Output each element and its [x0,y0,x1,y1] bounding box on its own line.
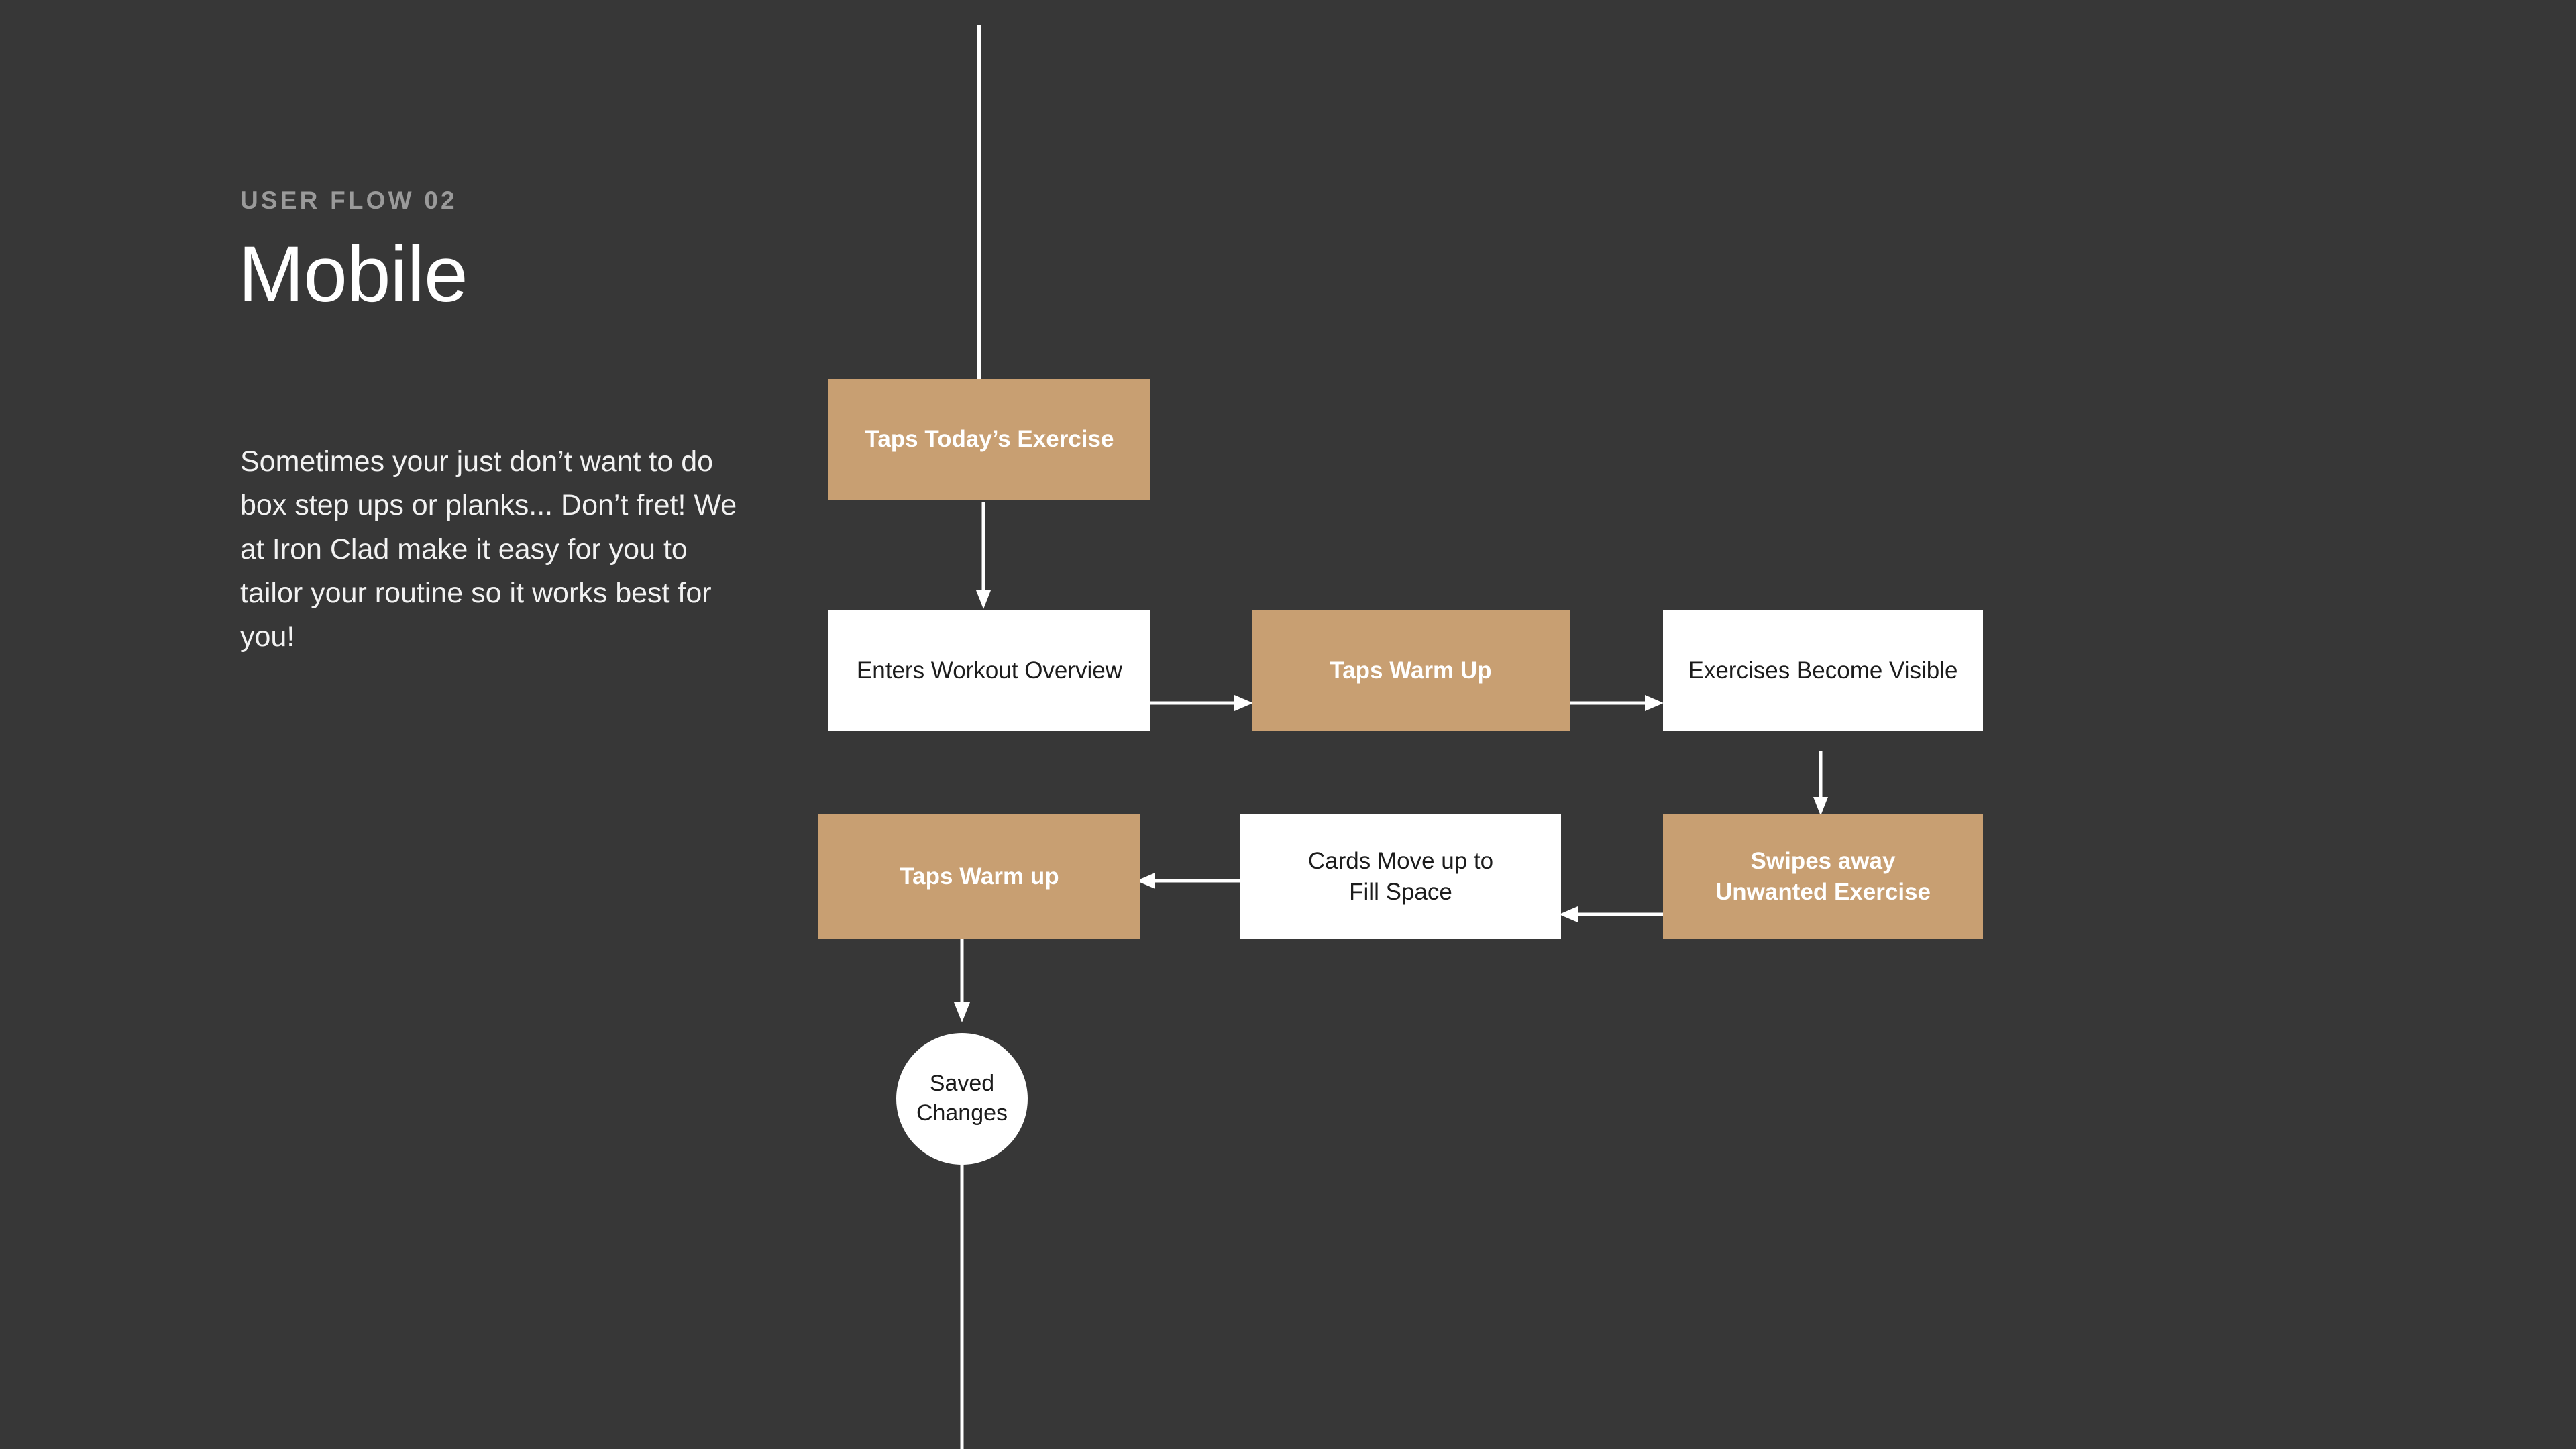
connector-swipes-to-cards [1556,902,1665,926]
connector-visible-to-swipes [1811,751,1830,817]
intro-paragraph: Sometimes your just don’t want to do box… [240,445,737,653]
flow-node-taps-warm-up-2[interactable]: Taps Warm up [818,814,1140,939]
flow-node-label: Enters Workout Overview [856,657,1123,684]
flow-node-label: Exercises Become Visible [1688,657,1958,684]
flow-node-cards-move-up-to-fill-space[interactable]: Cards Move up to Fill Space [1240,814,1561,939]
flow-node-label: Cards Move up to Fill Space [1307,847,1494,905]
flow-node-exercises-become-visible[interactable]: Exercises Become Visible [1663,610,1983,731]
flow-node-taps-todays-exercise[interactable]: Taps Today’s Exercise [828,379,1150,500]
flow-node-label: Swipes away Unwanted Exercise [1715,847,1931,905]
flow-node-taps-warm-up[interactable]: Taps Warm Up [1252,610,1570,731]
connector-todays-to-overview [974,502,993,610]
flow-node-enters-workout-overview[interactable]: Enters Workout Overview [828,610,1150,731]
connector-warmup2-to-saved [953,939,971,1025]
connector-entry-top [974,25,983,382]
flow-node-label: Saved Changes [916,1071,1008,1126]
flow-node-label: Taps Warm up [900,863,1059,890]
page-title: Mobile [238,230,468,319]
flow-node-label: Taps Warm Up [1330,657,1492,684]
connector-warmup-to-visible [1568,691,1665,715]
connector-cards-to-warmup2 [1134,869,1244,893]
flow-node-swipes-away-unwanted-exercise[interactable]: Swipes away Unwanted Exercise [1663,814,1983,939]
connector-overview-to-warmup [1150,691,1254,715]
flow-node-saved-changes[interactable]: Saved Changes [896,1033,1028,1165]
flow-kicker: USER FLOW 02 [240,186,458,214]
flow-node-label: Taps Today’s Exercise [865,425,1114,452]
connector-saved-exit-bottom [958,1157,966,1449]
